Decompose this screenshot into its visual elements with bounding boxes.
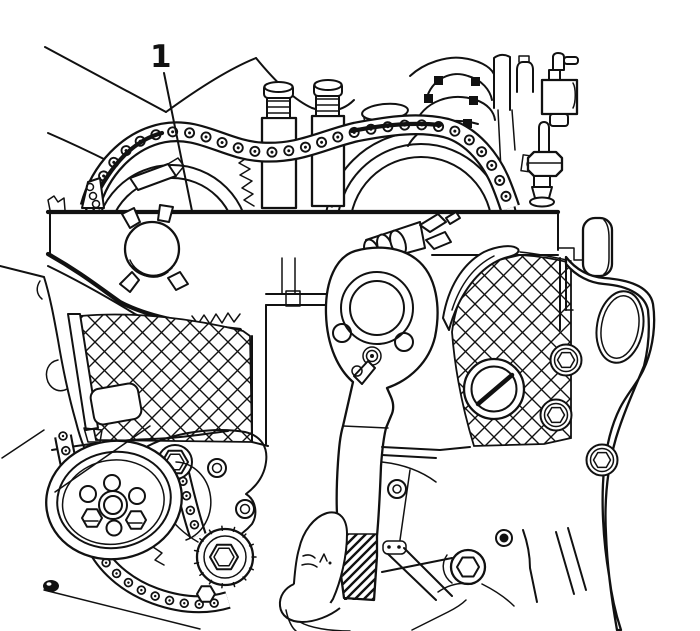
thumbnail-crease: [319, 553, 328, 563]
ratchet-hole-right: [394, 332, 414, 352]
ratchet-wrench: [324, 246, 439, 602]
clip-on-bar: [47, 195, 66, 211]
plug-left: [260, 81, 298, 210]
hex-bolt: [196, 585, 216, 603]
pulley-holes-and-bolts: [79, 474, 147, 537]
lower-bracket-struts: [381, 446, 471, 601]
tensioner-sprocket: [193, 525, 257, 589]
bracket-oval-hole: [595, 290, 645, 364]
crankshaft-hex: [411, 529, 515, 631]
hex-bolt: [585, 443, 619, 477]
hex-bolt: [549, 343, 583, 377]
hex-bolts-right: [539, 343, 619, 477]
ratchet-selector-lever: [353, 360, 376, 385]
chain-guide-rib: [442, 245, 520, 331]
mounting-bracket-right: [559, 216, 656, 631]
callout-1: 1: [150, 39, 193, 212]
chain-guide-top: [349, 121, 443, 134]
oil-control-solenoid-assembly: [526, 52, 579, 208]
front-cover-center-column: [251, 257, 335, 447]
ratchet-hole-left: [332, 323, 352, 343]
engine-block-crosshatch-right: [442, 245, 572, 447]
hex-bolt: [539, 398, 573, 432]
bottom-right-lines: [522, 527, 587, 603]
callout-leader-line: [163, 72, 193, 212]
camshaft-end-with-lugs: [119, 204, 189, 293]
callout-label-1: 1: [150, 39, 172, 75]
hand: [278, 511, 351, 631]
timing-chain: [79, 114, 520, 214]
palm: [278, 583, 341, 623]
bottom-left-lines: [1, 425, 201, 630]
cover-notch: [89, 382, 143, 426]
engine-block-crosshatch-left: [67, 313, 253, 443]
ratchet-drive-ring: [340, 271, 414, 345]
pump-bracket: [51, 429, 268, 547]
